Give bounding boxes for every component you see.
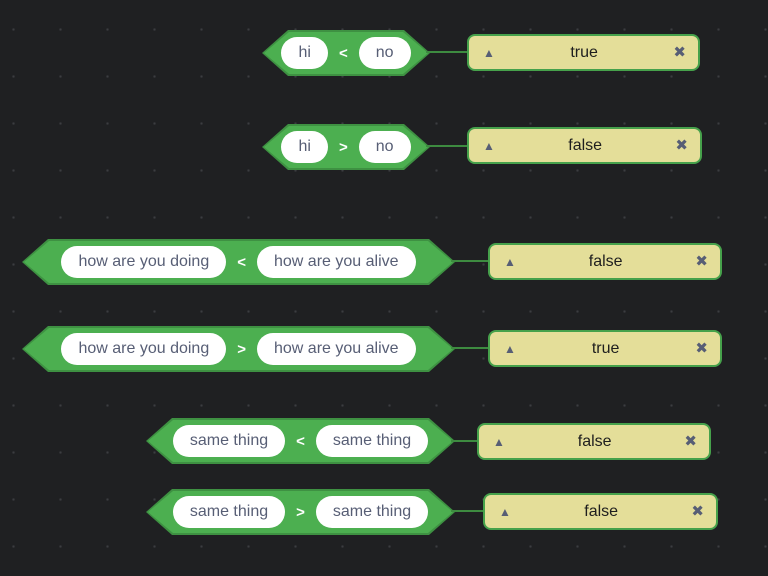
- operand-input[interactable]: how are you doing: [61, 333, 226, 365]
- connector-line: [451, 260, 490, 262]
- connector-line: [451, 440, 479, 442]
- operator-label: >: [296, 503, 305, 521]
- result-bubble: ▲ false ✖: [467, 127, 702, 164]
- comparison-block[interactable]: how are you doing < how are you alive: [22, 239, 455, 285]
- close-icon[interactable]: ✖: [675, 137, 688, 154]
- comparison-block-body: hi < no: [264, 32, 428, 74]
- close-icon[interactable]: ✖: [691, 503, 704, 520]
- comparison-block[interactable]: how are you doing > how are you alive: [22, 326, 455, 372]
- comparison-block-body: same thing > same thing: [148, 491, 453, 533]
- triangle-icon[interactable]: ▲: [499, 504, 511, 519]
- result-value: false: [588, 252, 623, 270]
- result-bubble: ▲ false ✖: [477, 423, 711, 460]
- comparison-block-body: how are you doing > how are you alive: [24, 328, 453, 370]
- comparison-block[interactable]: same thing < same thing: [146, 418, 455, 464]
- connector-line: [426, 145, 469, 147]
- comparison-block[interactable]: same thing > same thing: [146, 489, 455, 535]
- connector-line: [451, 510, 485, 512]
- comparison-block-body: same thing < same thing: [148, 420, 453, 462]
- comparison-block-body: how are you doing < how are you alive: [24, 241, 453, 283]
- connector-line: [451, 347, 490, 349]
- operator-label: >: [338, 138, 348, 156]
- close-icon[interactable]: ✖: [695, 253, 708, 270]
- comparison-block-body: hi > no: [264, 126, 428, 168]
- result-value: false: [568, 136, 603, 154]
- operand-input[interactable]: how are you doing: [61, 246, 226, 278]
- operand-input[interactable]: no: [359, 131, 411, 163]
- operand-input[interactable]: same thing: [173, 425, 285, 457]
- result-value: true: [570, 43, 598, 61]
- result-value: true: [591, 339, 620, 357]
- close-icon[interactable]: ✖: [684, 433, 697, 450]
- operand-input[interactable]: no: [359, 37, 411, 69]
- operator-label: <: [237, 253, 246, 271]
- operand-input[interactable]: same thing: [173, 496, 285, 528]
- close-icon[interactable]: ✖: [695, 340, 708, 357]
- operand-input[interactable]: how are you alive: [257, 333, 416, 365]
- operand-input[interactable]: how are you alive: [257, 246, 416, 278]
- operator-label: <: [296, 432, 305, 450]
- operator-label: >: [237, 340, 246, 358]
- operand-input[interactable]: hi: [281, 37, 327, 69]
- triangle-icon[interactable]: ▲: [483, 45, 495, 60]
- operand-input[interactable]: same thing: [316, 496, 428, 528]
- result-value: false: [577, 432, 612, 450]
- comparison-block[interactable]: hi < no: [262, 30, 430, 76]
- triangle-icon[interactable]: ▲: [493, 434, 505, 449]
- result-bubble: ▲ true ✖: [488, 330, 722, 367]
- triangle-icon[interactable]: ▲: [504, 254, 516, 269]
- triangle-icon[interactable]: ▲: [483, 138, 495, 153]
- operand-input[interactable]: hi: [281, 131, 327, 163]
- operator-label: <: [338, 44, 348, 62]
- close-icon[interactable]: ✖: [673, 44, 686, 61]
- result-bubble: ▲ true ✖: [467, 34, 700, 71]
- result-bubble: ▲ false ✖: [488, 243, 722, 280]
- result-value: false: [584, 502, 619, 520]
- result-bubble: ▲ false ✖: [483, 493, 718, 530]
- triangle-icon[interactable]: ▲: [504, 341, 516, 356]
- comparison-block[interactable]: hi > no: [262, 124, 430, 170]
- connector-line: [426, 51, 469, 53]
- operand-input[interactable]: same thing: [316, 425, 428, 457]
